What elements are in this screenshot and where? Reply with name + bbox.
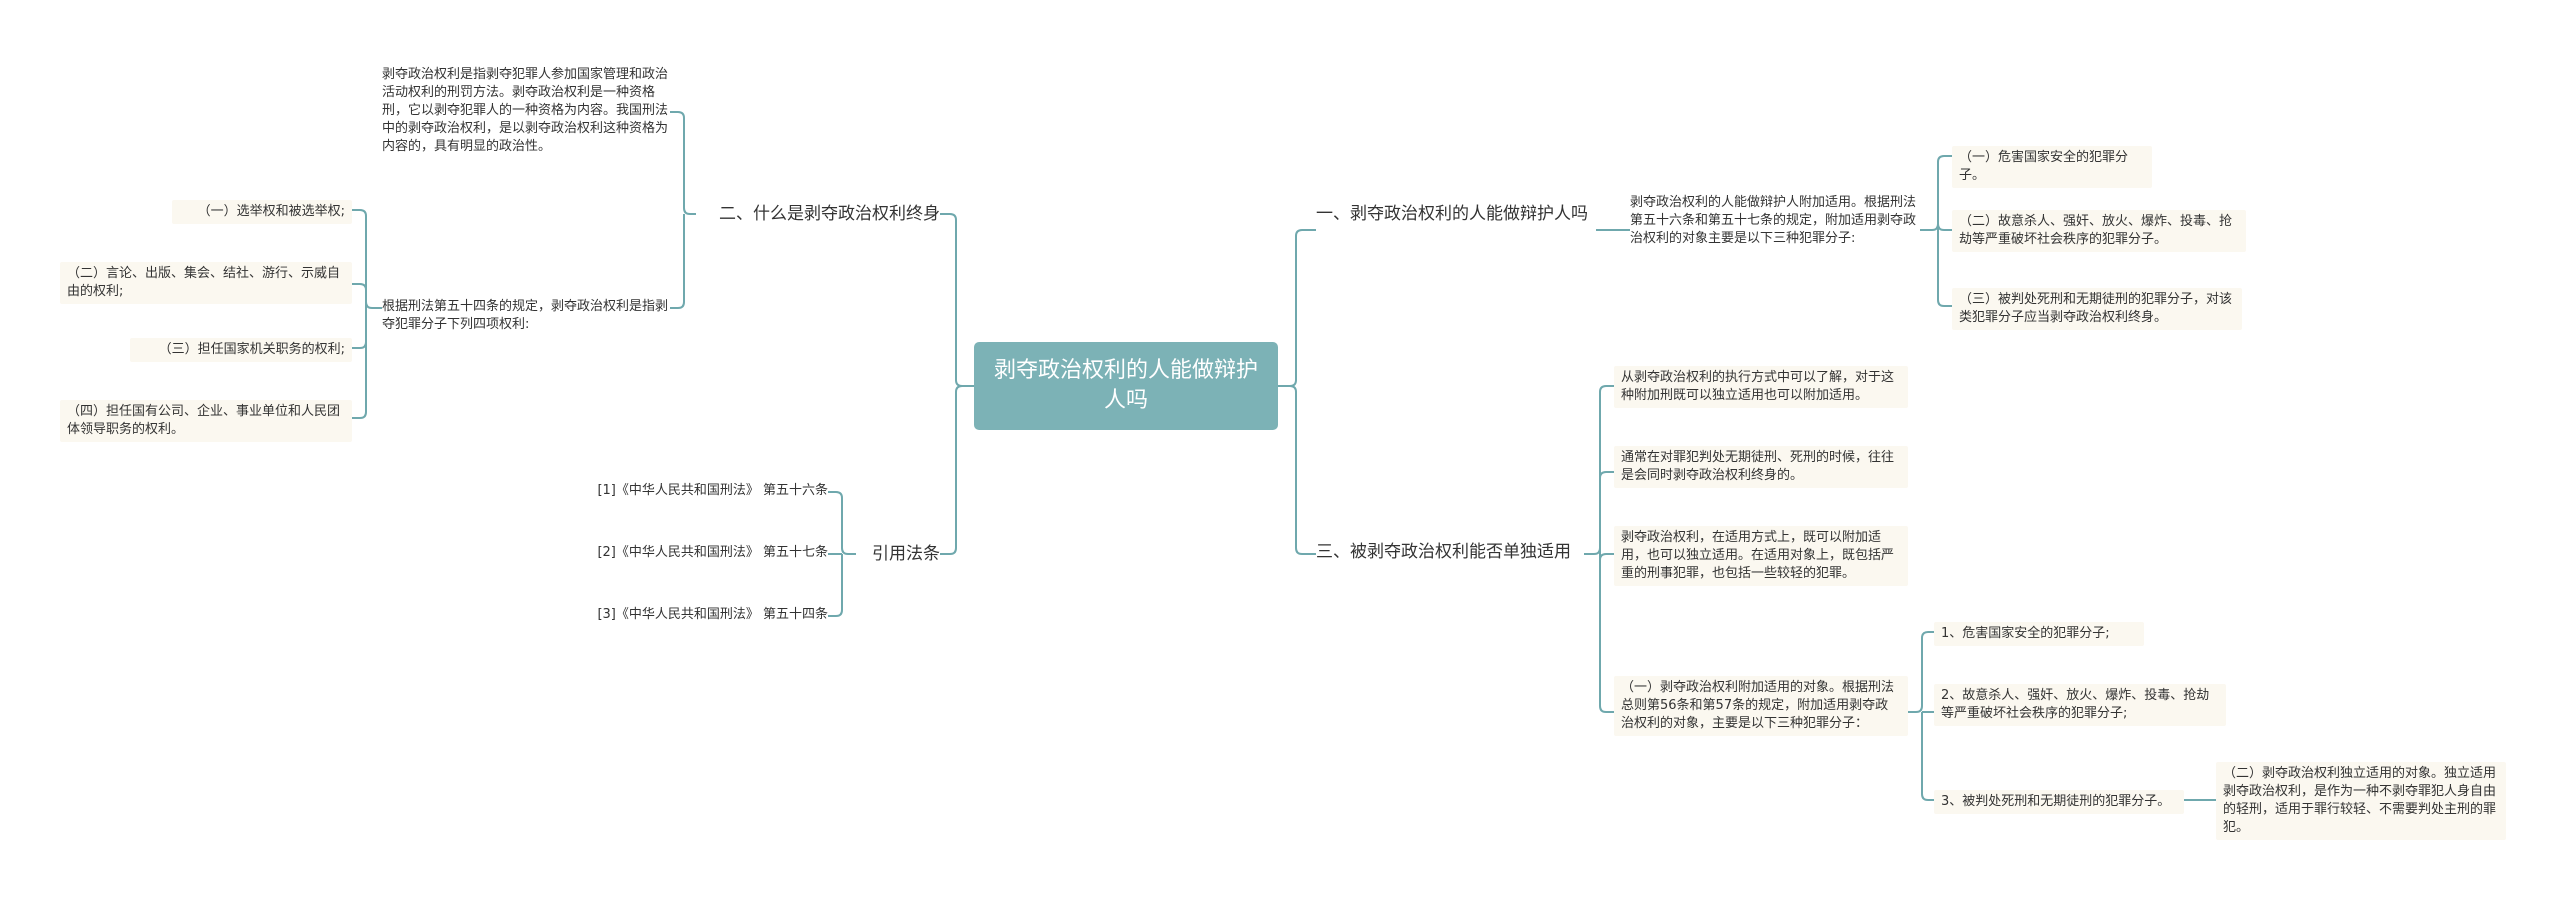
link-root-b1 <box>1278 229 1316 387</box>
link-b4-refs <box>828 491 856 617</box>
b4-ref-3[interactable]: [3]《中华人民共和国刑法》 第五十四条 <box>597 607 828 622</box>
b3-sub-3[interactable]: 3、被判处死刑和无期徒刑的犯罪分子。 <box>1934 790 2184 814</box>
b3-independent-use[interactable]: （二）剥夺政治权利独立适用的对象。独立适用剥夺政治权利，是作为一种不剥夺罪犯人身… <box>2216 762 2506 840</box>
link-b2-children <box>670 111 696 309</box>
link-root-b4 <box>940 385 974 555</box>
b3-sub-1[interactable]: 1、危害国家安全的犯罪分子; <box>1934 622 2144 646</box>
link-root-b2 <box>940 213 974 387</box>
b3-paragraph-3[interactable]: 剥夺政治权利，在适用方式上，既可以附加适用，也可以独立适用。在适用对象上，既包括… <box>1614 526 1908 586</box>
b2-definition[interactable]: 剥夺政治权利是指剥夺犯罪人参加国家管理和政治活动权利的刑罚方法。剥夺政治权利是一… <box>382 67 669 154</box>
link-b3-children <box>1584 385 1614 713</box>
link-basis-rights <box>352 209 382 419</box>
b2-right-1[interactable]: （一）选举权和被选举权; <box>172 200 352 224</box>
b2-right-3[interactable]: （三）担任国家机关职务的权利; <box>130 338 352 362</box>
branch-b2-label[interactable]: 二、什么是剥夺政治权利终身 <box>719 204 940 224</box>
branch-b4-label[interactable]: 引用法条 <box>872 544 940 564</box>
link-p4-sub <box>1908 631 1934 801</box>
branch-b1-label[interactable]: 一、剥夺政治权利的人能做辩护人吗 <box>1316 204 1588 224</box>
b2-right-2[interactable]: （二）言论、出版、集会、结社、游行、示威自由的权利; <box>60 262 352 304</box>
b3-paragraph-4[interactable]: （一）剥夺政治权利附加适用的对象。根据刑法总则第56条和第57条的规定，附加适用… <box>1614 676 1908 736</box>
b4-ref-1[interactable]: [1]《中华人民共和国刑法》 第五十六条 <box>597 483 828 498</box>
b1-item-2[interactable]: （二）故意杀人、强奸、放火、爆炸、投毒、抢劫等严重破坏社会秩序的犯罪分子。 <box>1952 210 2246 252</box>
b1-item-1[interactable]: （一）危害国家安全的犯罪分子。 <box>1952 146 2152 188</box>
b3-sub-2[interactable]: 2、故意杀人、强奸、放火、爆炸、投毒、抢劫等严重破坏社会秩序的犯罪分子; <box>1934 684 2226 726</box>
b3-paragraph-1[interactable]: 从剥夺政治权利的执行方式中可以了解，对于这种附加刑既可以独立适用也可以附加适用。 <box>1614 366 1908 408</box>
b1-item-3[interactable]: （三）被判处死刑和无期徒刑的犯罪分子，对该类犯罪分子应当剥夺政治权利终身。 <box>1952 288 2242 330</box>
root-topic[interactable]: 剥夺政治权利的人能做辩护人吗 <box>974 342 1278 430</box>
link-b1-items <box>1920 155 1952 307</box>
b4-ref-2[interactable]: [2]《中华人民共和国刑法》 第五十七条 <box>597 545 828 560</box>
link-root-b3 <box>1278 385 1316 555</box>
branch-b3-label[interactable]: 三、被剥夺政治权利能否单独适用 <box>1316 542 1571 562</box>
b2-right-4[interactable]: （四）担任国有公司、企业、事业单位和人民团体领导职务的权利。 <box>60 400 352 442</box>
b3-paragraph-2[interactable]: 通常在对罪犯判处无期徒刑、死刑的时候，往往是会同时剥夺政治权利终身的。 <box>1614 446 1908 488</box>
b2-basis[interactable]: 根据刑法第五十四条的规定，剥夺政治权利是指剥夺犯罪分子下列四项权利: <box>382 299 669 332</box>
b1-description[interactable]: 剥夺政治权利的人能做辩护人附加适用。根据刑法第五十六条和第五十七条的规定，附加适… <box>1630 195 1917 246</box>
